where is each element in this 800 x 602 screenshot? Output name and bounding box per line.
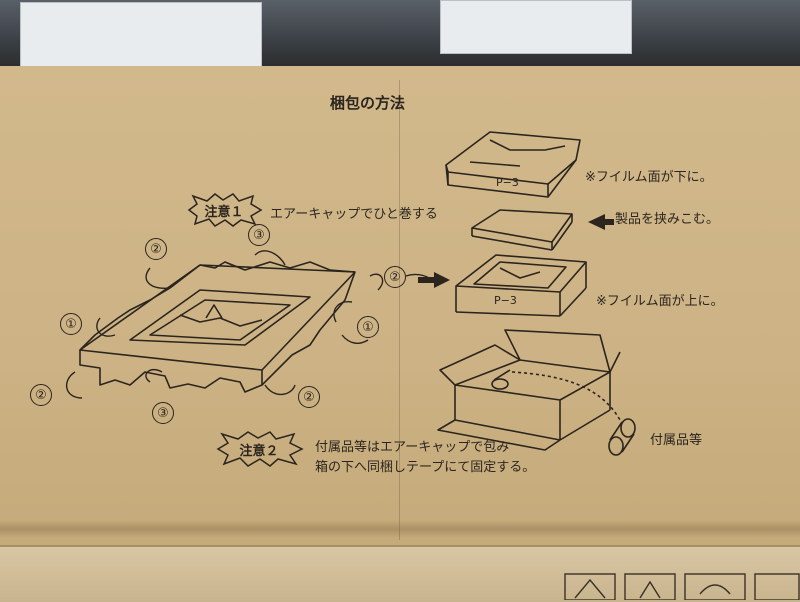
handling-icons (564, 573, 800, 600)
open-box-icon (437, 329, 621, 451)
marker-3-top: ③ (248, 224, 270, 246)
umbrella-icon (699, 584, 731, 595)
caution2-line2: 箱の下へ同梱しテープにて固定する。 (315, 460, 536, 475)
marker-3-bottom: ③ (152, 402, 174, 424)
cardboard-seam (399, 80, 400, 540)
tray-top-note: ※フイルム面が下に。 (585, 170, 713, 185)
product-note: 製品を挟みこむ。 (615, 212, 720, 227)
background-document-right (440, 0, 632, 54)
burst-icon (216, 431, 304, 467)
burst-icon (187, 193, 263, 227)
background-document-left (20, 2, 262, 68)
caution2-badge: 注意２ (214, 430, 304, 468)
arrow-icon (418, 214, 614, 288)
up-arrow-icon (574, 578, 606, 599)
marker-1-left: ① (60, 313, 82, 335)
caution2-line1: 付属品等はエアーキャップで包み (315, 440, 510, 455)
accessories-label: 付属品等 (650, 433, 703, 448)
marker-2-left: ② (30, 384, 52, 406)
marker-2-right: ② (384, 266, 406, 288)
caution1-label: 注意１ (204, 204, 244, 220)
tray-diagram-icon (79, 261, 356, 393)
tray-bottom-note: ※フイルム面が上に。 (596, 294, 724, 309)
bottom-tray-icon (455, 254, 587, 317)
accessory-roll-icon (608, 418, 636, 456)
caution1-badge: 注意１ (185, 192, 263, 228)
fold-arrows (66, 250, 441, 399)
caution1-text: エアーキャップでひと巻する (270, 207, 438, 222)
marker-1-right: ① (357, 316, 379, 338)
tray-code-top: P−3 (496, 176, 519, 189)
caution2-label: 注意２ (239, 443, 279, 459)
product-icon (471, 209, 573, 251)
marker-2-top: ② (145, 238, 167, 260)
cardboard-box-surface (0, 66, 800, 600)
tray-code-bottom: P−3 (494, 294, 517, 307)
cardboard-crease (0, 520, 800, 538)
top-tray-icon (445, 131, 581, 198)
marker-2-bottom-right: ② (298, 386, 320, 408)
page-title: 梱包の方法 (330, 94, 406, 112)
fragile-icon (639, 580, 661, 599)
